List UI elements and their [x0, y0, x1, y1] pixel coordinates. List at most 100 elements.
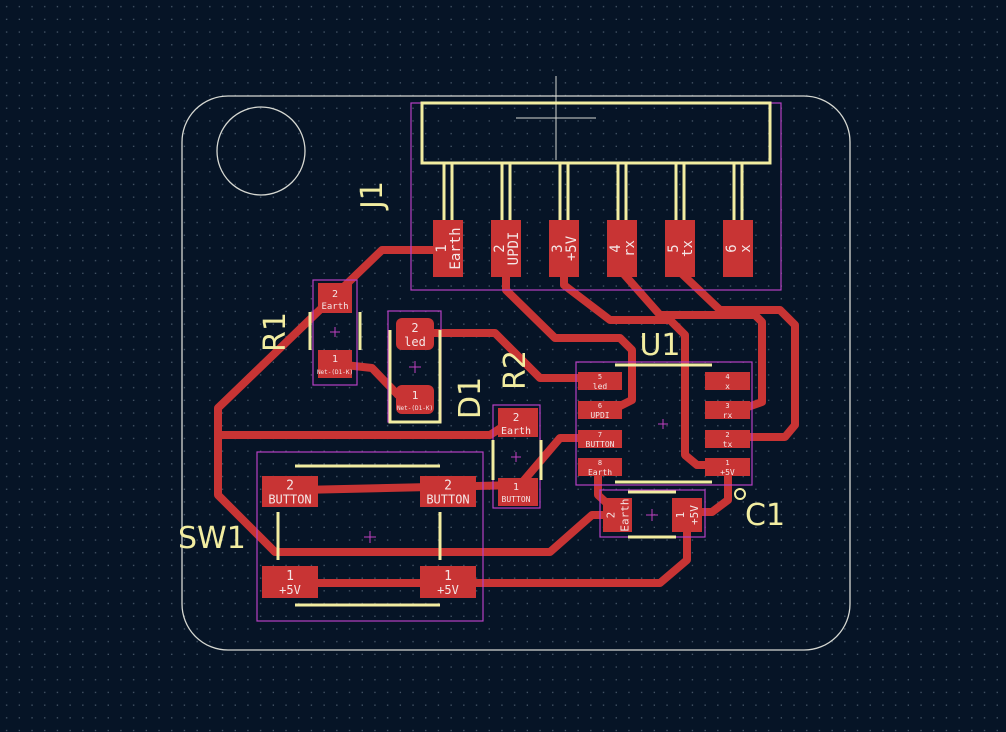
pad-net: Net-(D1-K) — [317, 369, 353, 376]
pad-net: BUTTON — [426, 493, 469, 507]
ref-j1: J1 — [355, 181, 390, 211]
pad-net: +5V — [688, 505, 701, 525]
pad-r1-1 — [318, 350, 352, 378]
pad-net: BUTTON — [586, 440, 615, 449]
ref-u1: U1 — [639, 328, 680, 363]
board-outline[interactable] — [181, 95, 851, 651]
pad-number: 6 — [724, 244, 740, 252]
pad-number: 4 — [608, 244, 624, 252]
pad-net: UPDI — [590, 411, 609, 420]
pad-number: 5 — [666, 244, 682, 252]
pad-d1-2 — [396, 318, 434, 350]
pad-number: 2 — [411, 321, 418, 335]
pad-number: 5 — [598, 373, 602, 381]
pad-c1-1[interactable]: 1+5V — [672, 498, 702, 532]
pad-r2-1 — [498, 478, 538, 506]
pad-sw1-3[interactable]: 1+5V — [420, 566, 476, 598]
pad-net: UPDI — [506, 232, 522, 266]
resistor-r1[interactable]: 2 Earth 1 Net-(D1-K) R1 — [258, 279, 362, 386]
pad-u1-4[interactable]: 4x — [705, 372, 750, 391]
pad-net: Earth — [501, 426, 531, 437]
ref-c1: C1 — [745, 498, 785, 533]
ref-d1: D1 — [453, 377, 488, 419]
ref-sw1: SW1 — [178, 521, 246, 556]
pad-number: 2 — [513, 411, 520, 424]
pad-r2-2 — [498, 408, 538, 437]
pad-net: Net-(D1-K) — [397, 405, 433, 412]
pad-net: +5V — [564, 235, 580, 261]
pad-number: 2 — [605, 512, 618, 519]
pad-u1-5[interactable]: 3rx — [705, 401, 750, 420]
pad-net: Earth — [448, 227, 464, 269]
pad-j1-5[interactable]: 6x — [723, 220, 754, 277]
pad-number: 3 — [725, 402, 729, 410]
resistor-r2[interactable]: 2 Earth 1 BUTTON R2 — [491, 350, 543, 509]
pad-net: x — [738, 244, 754, 252]
pad-number: 1 — [286, 569, 294, 584]
pad-u1-7[interactable]: 1+5V — [705, 458, 750, 477]
pad-number: 1 — [725, 459, 729, 467]
pad-net: Earth — [321, 302, 348, 312]
pad-number: 2 — [332, 289, 338, 300]
pad-number: 1 — [444, 569, 452, 584]
pad-number: 2 — [444, 479, 452, 494]
ref-r1: R1 — [258, 312, 293, 352]
pad-net: Earth — [619, 498, 632, 531]
cursor-crosshair — [516, 76, 596, 160]
pad-net: +5V — [720, 468, 735, 477]
trace-5v-sw1 — [296, 516, 691, 587]
trace-rx — [618, 268, 766, 412]
trace-5v — [560, 268, 724, 469]
pad-u1-6[interactable]: 2tx — [705, 430, 750, 449]
ref-r2: R2 — [498, 350, 533, 390]
pad-net: Earth — [588, 468, 612, 477]
pad-net: tx — [680, 240, 696, 257]
mounting-hole[interactable] — [216, 106, 306, 196]
pad-j1-3[interactable]: 4rx — [607, 220, 638, 277]
pad-net: rx — [723, 411, 733, 420]
pad-number: 2 — [286, 479, 294, 494]
trace-led — [426, 329, 614, 382]
pad-number: 2 — [492, 244, 508, 252]
pad-net: BUTTON — [268, 493, 311, 507]
pad-d1-1 — [396, 385, 434, 414]
pad-net: BUTTON — [502, 495, 531, 504]
pad-j1-4[interactable]: 5tx — [665, 220, 696, 277]
pad-number: 1 — [332, 354, 338, 365]
pad-number: 7 — [598, 431, 602, 439]
pad-net: led — [404, 335, 426, 349]
pad-number: 1 — [674, 512, 687, 519]
pad-number: 1 — [412, 389, 419, 402]
pad-number: 4 — [725, 373, 729, 381]
pad-number: 1 — [513, 482, 519, 493]
pad-net: +5V — [279, 583, 301, 597]
trace-tx — [676, 268, 799, 441]
pad-net: tx — [723, 440, 733, 449]
pad-net: led — [593, 382, 608, 391]
pad-r1-2 — [318, 283, 352, 313]
trace-earth — [214, 246, 614, 556]
led-d1[interactable]: 2 led 1 Net-(D1-K) D1 — [387, 310, 488, 424]
pad-net: +5V — [437, 583, 459, 597]
pad-j1-2[interactable]: 3+5V — [549, 220, 580, 277]
pad-sw1-2[interactable]: 1+5V — [262, 566, 318, 598]
pad-number: 6 — [598, 402, 602, 410]
pad-number: 3 — [550, 244, 566, 252]
pad-number: 1 — [434, 244, 450, 252]
pad-number: 8 — [598, 459, 602, 467]
